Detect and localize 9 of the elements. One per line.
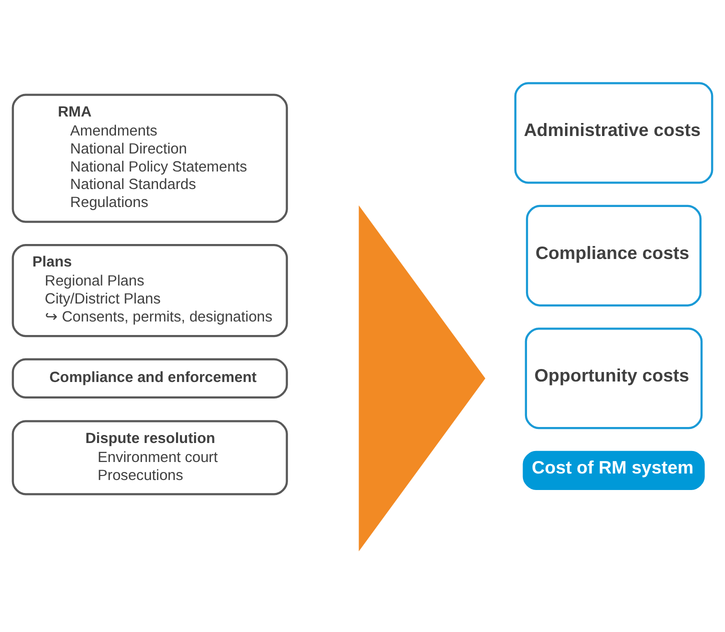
node-box: Plans Regional Plans City/District Plans ↪ Consents, permits, designations (12, 244, 288, 337)
node-box: Opportunity costs (524, 327, 703, 429)
node-triangle (358, 204, 486, 551)
node-box: RMA Amendments National Direction National Policy Statements National Standards Regulations (12, 93, 288, 222)
node-box: Compliance and enforcement (12, 358, 288, 398)
node-box: Cost of RM system (522, 450, 705, 490)
node-box: Compliance costs (526, 204, 702, 306)
node-box: Dispute resolution Environment court Prosecutions (12, 420, 288, 495)
node-box: Administrative costs (514, 82, 714, 184)
